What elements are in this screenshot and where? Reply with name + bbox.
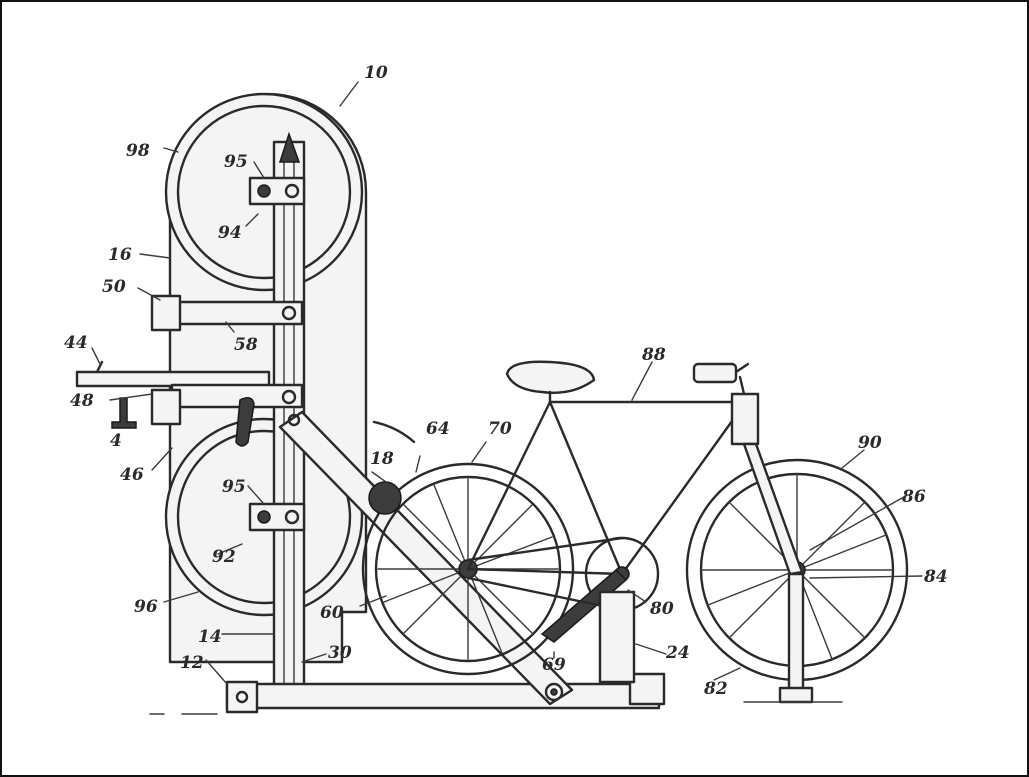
ref-numeral-16: 16 <box>108 245 132 265</box>
ref-numeral-46: 46 <box>120 465 144 485</box>
table-tilt-knob <box>111 397 137 429</box>
band-saw <box>75 92 666 714</box>
front-fork <box>742 442 804 576</box>
crank-arm <box>540 568 628 643</box>
front-wheel-stand <box>787 572 805 692</box>
ground-lines <box>149 701 843 715</box>
ref-numeral-24: 24 <box>665 643 690 663</box>
ref-numeral-12: 12 <box>180 653 204 673</box>
ref-numeral-44: 44 <box>64 333 88 353</box>
head-tube <box>730 392 760 446</box>
ref-numeral-84: 84 <box>923 567 948 587</box>
rear-wheel-rim <box>374 475 562 663</box>
ref-numeral-60: 60 <box>320 603 344 623</box>
ref-numeral-88: 88 <box>641 345 666 365</box>
ref-numeral-92: 92 <box>212 547 236 567</box>
ref-numeral-10: 10 <box>364 63 388 83</box>
ref-numeral-50: 50 <box>102 277 126 297</box>
bicycle-frame <box>466 400 742 576</box>
ref-numeral-48: 48 <box>70 391 94 411</box>
ref-numeral-82: 82 <box>703 679 728 699</box>
base-frame <box>225 682 661 710</box>
bicycle <box>361 360 909 704</box>
leader-lines <box>91 81 923 685</box>
ref-numeral-4: 4 <box>110 431 122 451</box>
ref-numeral-69: 69 <box>542 655 566 675</box>
ref-numeral-14: 14 <box>198 627 222 647</box>
ref-numeral-86: 86 <box>901 487 926 507</box>
handlebar-grip <box>692 362 738 384</box>
rear-stand <box>598 590 636 684</box>
tension-handle <box>235 397 255 447</box>
diagonal-brace <box>278 410 574 706</box>
ref-numeral-96: 96 <box>134 597 158 617</box>
column-top-cap <box>278 131 301 163</box>
ref-numeral-80: 80 <box>649 599 674 619</box>
ref-numeral-30: 30 <box>328 643 352 663</box>
drive-belt <box>372 420 416 444</box>
ref-numeral-18: 18 <box>370 449 394 469</box>
ref-numeral-64: 64 <box>426 419 450 439</box>
bicycle-saddle <box>505 360 596 394</box>
ref-numeral-90: 90 <box>858 433 882 453</box>
rear-wheel-tire <box>361 462 575 676</box>
ref-numeral-70: 70 <box>488 419 512 439</box>
lower-wheel-inner <box>176 429 352 605</box>
ref-numeral-94: 94 <box>218 223 242 243</box>
upper-wheel-inner <box>176 104 352 280</box>
ref-numeral-95-lower: 95 <box>222 477 246 497</box>
chain <box>466 536 624 612</box>
friction-roller <box>368 481 402 515</box>
ref-numeral-95-upper: 95 <box>224 152 248 172</box>
ref-numeral-98: 98 <box>126 141 150 161</box>
ref-numeral-58: 58 <box>234 335 258 355</box>
reference-numerals: 10 98 95 94 16 50 58 44 48 4 46 95 92 96… <box>64 63 948 699</box>
